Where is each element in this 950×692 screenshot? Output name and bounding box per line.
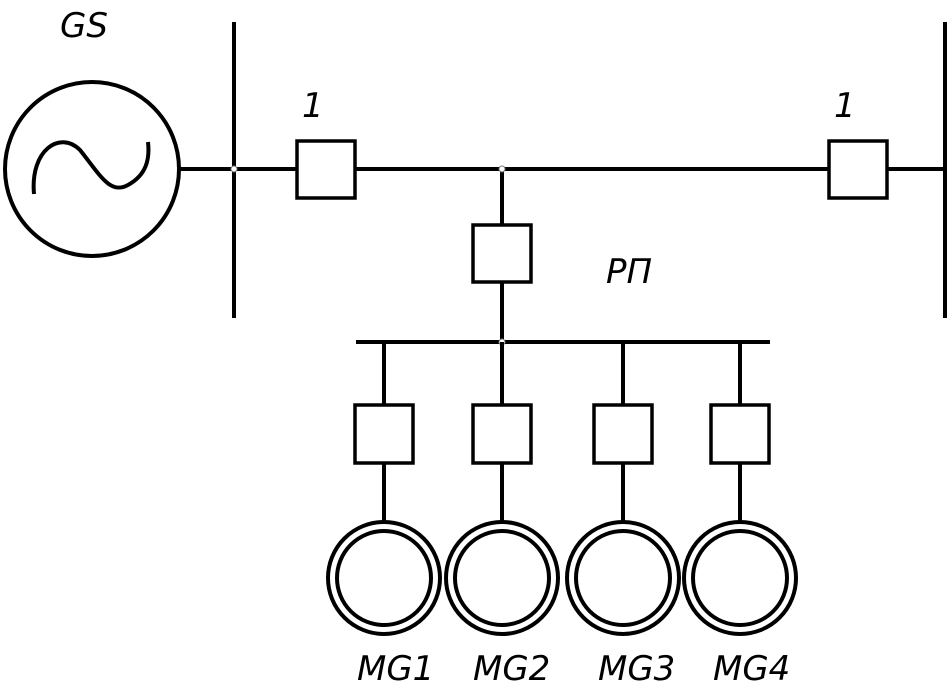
breaker-right-label: 1 (834, 86, 856, 126)
branch-breaker-box (592, 403, 654, 465)
motor-branch-mg2: MG2 (444, 342, 560, 689)
motor-inner-circle (691, 529, 789, 627)
branch-breaker-box (353, 403, 415, 465)
motor-branch-mg3: MG3 (565, 342, 681, 689)
breaker-left-label: 1 (302, 86, 324, 126)
motor-inner-circle (335, 529, 433, 627)
generator-label: GS (60, 6, 108, 46)
feeder-breaker-box (471, 223, 533, 284)
motor-label: MG2 (473, 649, 550, 689)
breaker-left-box (295, 139, 357, 200)
motor-label: MG1 (357, 649, 434, 689)
distribution-point-label: РП (606, 252, 652, 292)
junction-node (498, 165, 506, 173)
motor-branch-mg1: MG1 (326, 342, 442, 689)
motor-inner-circle (574, 529, 672, 627)
breaker-right: 1 (827, 86, 889, 200)
sine-wave-icon (31, 140, 151, 195)
motor-inner-circle (453, 529, 551, 627)
motor-label: MG3 (598, 649, 675, 689)
motor-label: MG4 (713, 649, 790, 689)
junction-node (230, 165, 238, 173)
branch-breaker-box (709, 403, 771, 465)
generator-circle (3, 80, 181, 258)
breaker-left: 1 (295, 86, 357, 200)
breaker-right-box (827, 139, 889, 200)
branch-breaker-box (471, 403, 533, 465)
generator: GS (3, 6, 181, 258)
motor-branch-mg4: MG4 (682, 342, 798, 689)
